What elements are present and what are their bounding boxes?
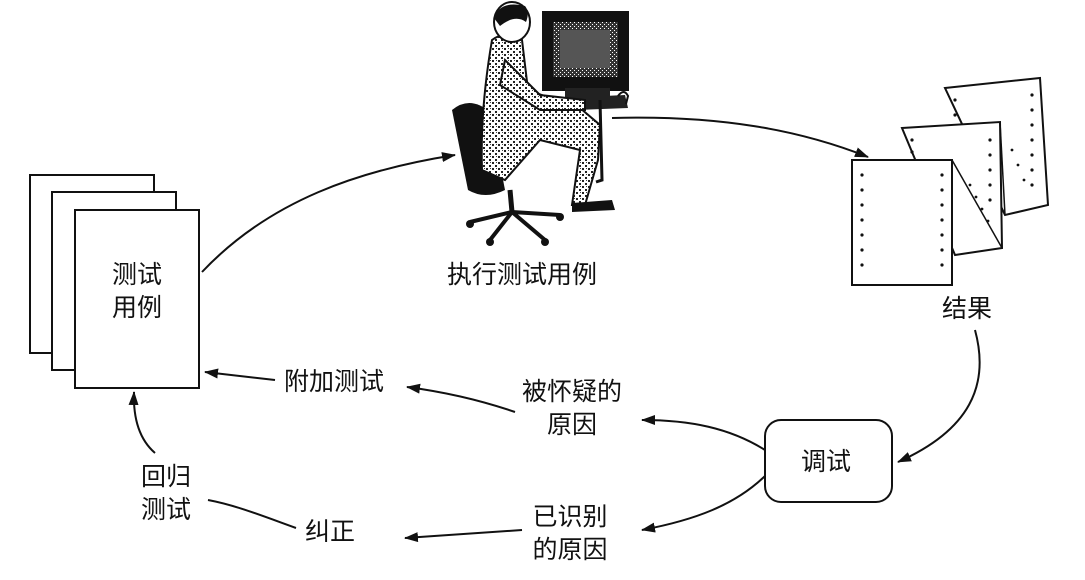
test-cases-label: 测试 用例 (99, 258, 175, 324)
arrow-suspected-to-additional (406, 383, 516, 413)
test-cases-label-line1: 测试 (111, 260, 162, 289)
debug-box (764, 419, 893, 503)
arrow-correction-to-regression (207, 499, 297, 529)
correction-label: 纠正 (305, 517, 356, 546)
additional-tests-label: 附加测试 (284, 367, 385, 396)
suspected-causes-line2: 原因 (546, 410, 597, 439)
suspected-causes-line1: 被怀疑的 (521, 377, 622, 406)
printout-pages-icon (851, 76, 1050, 286)
arrow-debug-to-identified (641, 475, 766, 533)
regression-tests-line1: 回归 (140, 462, 191, 491)
identified-causes-line2: 的原因 (532, 535, 608, 564)
execute-test-cases-label: 执行测试用例 (447, 260, 598, 289)
arrow-test-cases-to-execute (201, 152, 456, 273)
arrow-results-to-debug (897, 329, 981, 463)
test-cases-label-line2: 用例 (111, 293, 162, 322)
regression-tests-label: 回归 测试 (136, 460, 196, 526)
arrow-additional-to-test-cases (204, 368, 276, 381)
identified-causes-line1: 已识别 (532, 502, 608, 531)
identified-causes-label: 已识别 的原因 (520, 500, 620, 566)
arrow-regression-to-test-cases (128, 391, 156, 454)
regression-tests-line2: 测试 (140, 495, 191, 524)
suspected-causes-label: 被怀疑的 原因 (517, 375, 627, 441)
person-at-computer-icon (452, 1, 630, 246)
arrow-execute-to-results (611, 116, 869, 158)
arrow-debug-to-suspected (641, 415, 766, 451)
results-label: 结果 (942, 294, 993, 323)
test-cases-box (74, 209, 200, 389)
test-cases-stack-icon (29, 174, 200, 389)
debug-label: 调试 (801, 447, 852, 476)
arrow-identified-to-correction (404, 529, 523, 543)
